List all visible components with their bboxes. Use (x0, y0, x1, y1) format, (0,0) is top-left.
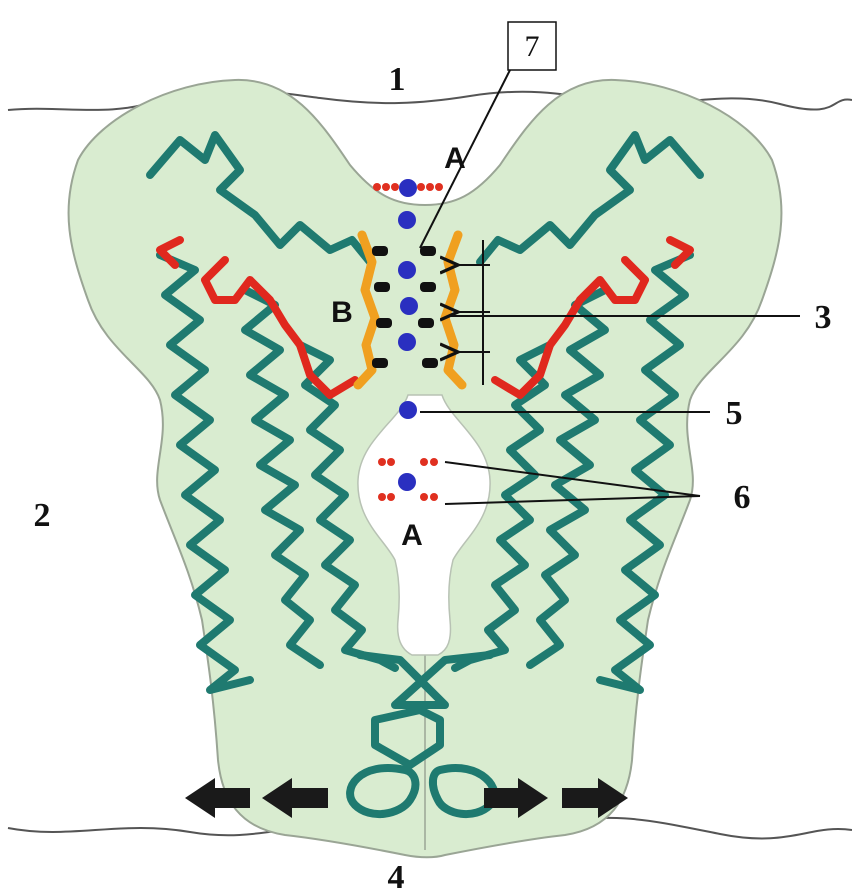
label-b: B (331, 296, 353, 329)
label-2: 2 (34, 497, 51, 534)
label-6: 6 (734, 479, 751, 516)
label-1: 1 (389, 61, 406, 98)
label-a-bottom: A (401, 519, 423, 552)
label-3: 3 (815, 299, 832, 336)
label-5: 5 (726, 395, 743, 432)
membrane-boundary-top (8, 89, 852, 110)
label-4: 4 (388, 859, 405, 891)
label-a-top: A (444, 142, 466, 175)
label-7: 7 (525, 30, 540, 63)
